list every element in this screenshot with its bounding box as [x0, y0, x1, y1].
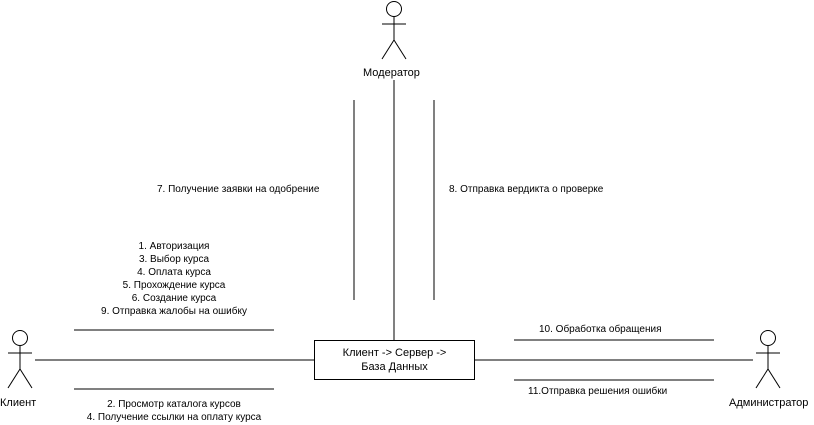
message-item: 4. Оплата курса — [137, 267, 211, 278]
message-item: 1. Авторизация — [138, 241, 210, 252]
moderator-incoming-label: 7. Получение заявки на одобрение — [157, 184, 320, 195]
message-item: 6. Создание курса — [131, 293, 217, 304]
system-box-line-2: База Данных — [361, 361, 428, 373]
client-label: Клиент — [0, 397, 37, 409]
message-item: 3. Выбор курса — [138, 254, 210, 265]
system-box: Клиент -> Сервер -> База Данных — [314, 340, 475, 380]
admin-to-system-label: 11.Отправка решения ошибки — [528, 386, 668, 397]
system-to-client-messages: 2. Просмотр каталога курсов 4. Получение… — [54, 398, 294, 424]
administrator-label: Администратор — [729, 397, 809, 409]
moderator-actor-icon — [381, 1, 407, 60]
message-item: 9. Отправка жалобы на ошибку — [101, 306, 247, 317]
message-item: 5. Прохождение курса — [122, 280, 226, 291]
administrator-actor-icon — [755, 330, 781, 389]
system-box-line-1: Клиент -> Сервер -> — [342, 347, 447, 359]
client-to-system-messages: 1. Авторизация 3. Выбор курса 4. Оплата … — [74, 240, 274, 318]
message-item: 4. Получение ссылки на оплату курса — [86, 412, 262, 423]
message-item: 2. Просмотр каталога курсов — [107, 399, 241, 410]
system-to-admin-label: 10. Обработка обращения — [539, 324, 662, 335]
moderator-label: Модератор — [363, 67, 420, 79]
client-actor-icon — [7, 330, 33, 389]
moderator-outgoing-label: 8. Отправка вердикта о проверке — [449, 184, 604, 195]
